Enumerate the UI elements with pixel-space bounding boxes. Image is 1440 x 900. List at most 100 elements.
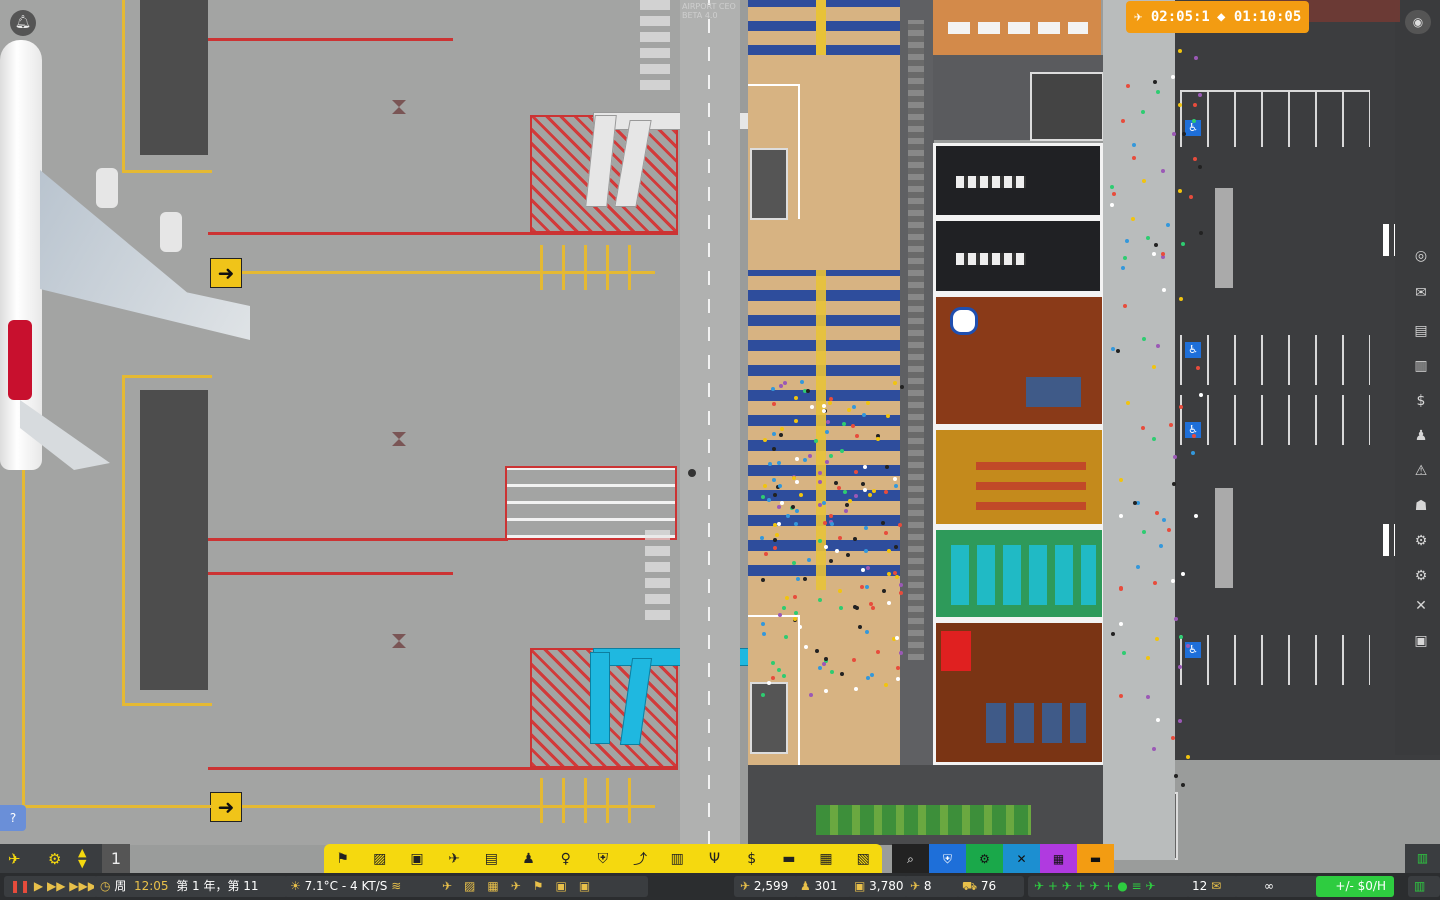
stand-boundary [208,767,678,770]
income-box[interactable]: ∞ +/- $0/H [1234,876,1394,897]
seat-divider [816,0,826,55]
research-icon[interactable]: ⚙ [1414,533,1428,549]
aircraft-wing [40,170,250,340]
flights-count[interactable]: ✈ 8 [904,876,960,897]
boarding-icon[interactable]: ⤴ [633,852,648,868]
passengers-count[interactable]: ✈ 2,599 [734,876,798,897]
gate-wall [748,615,800,617]
visibility-toggle-icon[interactable]: ◉ [1405,10,1431,34]
seating [1026,377,1081,407]
person-icon[interactable]: ♟ [1414,428,1428,444]
shield-icon[interactable]: ⛨ [929,844,966,874]
mode-buttons: ⌕ ⛨ ⚙ ✕ ▦ ▬ [892,844,1116,874]
passenger[interactable] [1180,783,1185,788]
terminal-gate-area[interactable] [748,0,900,765]
bus-icon[interactable]: ▣ [1414,633,1428,649]
staff-count[interactable]: ♟ 301 [794,876,852,897]
flights-value: 8 [923,879,932,893]
hazard-icon[interactable]: ▨ [373,851,387,867]
restaurant-3[interactable] [933,620,1105,765]
chart-icon[interactable]: ▥ [1405,844,1440,873]
alert-icon[interactable]: ⚠ [1414,463,1428,479]
escalator[interactable] [750,682,788,754]
watermark: AIRPORT CEO BETA 4.0 [682,2,736,20]
sun-icon: ☀ [290,879,301,893]
taxi-line [22,805,212,808]
plane-mode-icon[interactable]: ✈ [8,850,21,868]
vehicles-value: 76 [980,879,997,893]
escalator[interactable] [750,148,788,220]
stand-pad-2 [140,390,208,690]
build-icon[interactable]: ✕ [1003,844,1040,874]
baggage-icon[interactable]: ▤ [484,851,498,867]
stand-arrow-sign: ➜ [210,258,242,288]
globe-icon[interactable]: ◎ [1414,248,1428,264]
mail-box[interactable]: 12 ✉ [1186,876,1238,897]
status-bar: ❚❚ ▶ ▶▶ ▶▶▶ ▶❚ ◷ 周 12:05 第 1 年，第 11 ☀ 7.… [0,873,1440,900]
vehicles-count[interactable]: ⛟ 76 [956,876,1024,897]
stand-arrow-sign: ➜ [210,792,242,822]
settings-icon[interactable]: ⚙ [48,850,62,868]
staff-icon[interactable]: ☗ [1414,498,1428,514]
contracts-icon[interactable]: ▤ [1414,323,1428,339]
parking-lot[interactable]: ♿ ♿ ♿ ♿ [1175,0,1440,760]
jet-bridge-2-arm[interactable] [590,652,610,744]
bus-icon[interactable]: ▣ [410,851,424,867]
luggage-icon[interactable]: ▦ [819,851,833,867]
apron-area[interactable]: ➜ ➜ AIRPORT CEO BETA 4.0 [0,0,755,845]
money-count[interactable]: ▣ 3,780 [848,876,908,897]
food-icon[interactable]: Ψ [708,851,720,867]
finance-icon[interactable]: ▥ [1408,876,1440,897]
speed-stepper[interactable]: ▲▼ [78,846,87,870]
vehicle-icon[interactable]: ▬ [1077,844,1114,874]
security-lane-1[interactable] [933,143,1103,218]
tools-icon[interactable]: ✕ [1415,598,1427,614]
overlay-buttons[interactable]: ✈▨▦✈⚑▣▣ [436,876,648,897]
checkin-room[interactable] [933,0,1101,55]
timer-left[interactable]: ✈ 02:05:13 [1126,1,1227,33]
cargo-icon[interactable]: ▧ [856,851,870,867]
money-icon[interactable]: $ [747,851,757,867]
playback-controls[interactable]: ❚❚ ▶ ▶▶ ▶▶▶ ▶❚ [4,876,120,897]
checkin-icon[interactable]: ▥ [670,851,684,867]
timer-right[interactable]: ◆ 01:10:05 [1209,1,1310,33]
marker-icon [392,634,406,648]
staff-icon[interactable]: ♟ [522,851,535,867]
seating [986,703,1086,743]
escalator[interactable] [1030,72,1104,141]
money-icon[interactable]: $ [1416,393,1426,409]
gear-icon[interactable]: ⚙ [1414,568,1428,584]
stop-bars [540,245,635,290]
layout-icon[interactable]: ▦ [1040,844,1077,874]
lounge[interactable] [933,527,1105,620]
airplane-icon[interactable]: ✈ [448,851,461,867]
scanner[interactable] [956,176,1026,188]
search-icon[interactable]: ⌕ [892,844,929,874]
shuttle-icon[interactable]: ▬ [782,851,796,867]
restaurant-1[interactable] [933,294,1105,427]
security-lane-2[interactable] [933,218,1103,294]
stats-icon[interactable]: ▥ [1414,358,1428,374]
mail-icon[interactable]: ✉ [1415,285,1427,301]
restaurant-2[interactable] [933,427,1105,527]
notification-bell-icon[interactable]: 🔔︎ [10,10,36,36]
gate-wall [798,84,800,219]
scanner[interactable] [956,253,1026,265]
gear-icon[interactable]: ⚙ [966,844,1003,874]
taxi-line [22,470,25,805]
stand-icon[interactable]: ⚑ [336,851,349,867]
accessible-parking-icon: ♿ [1185,642,1201,658]
stop-bars [540,778,635,823]
passengers-value: 2,599 [753,879,789,893]
taxi-line [122,0,125,172]
toilet-icon[interactable]: ♀ [560,851,571,867]
checkin-desks[interactable] [948,22,1088,34]
rate-value: +/- $0/H [1316,876,1394,897]
stand-pad-1 [140,0,208,155]
money-value: 3,780 [869,879,904,893]
flow-indicators[interactable]: ✈ + ✈ + ✈ + ● ≡ ✈ [1028,876,1190,897]
accessible-parking-icon: ♿ [1185,422,1201,438]
service-corridor [900,0,934,765]
security-icon[interactable]: ⛨ [597,851,609,867]
help-button[interactable]: ? [0,805,26,831]
